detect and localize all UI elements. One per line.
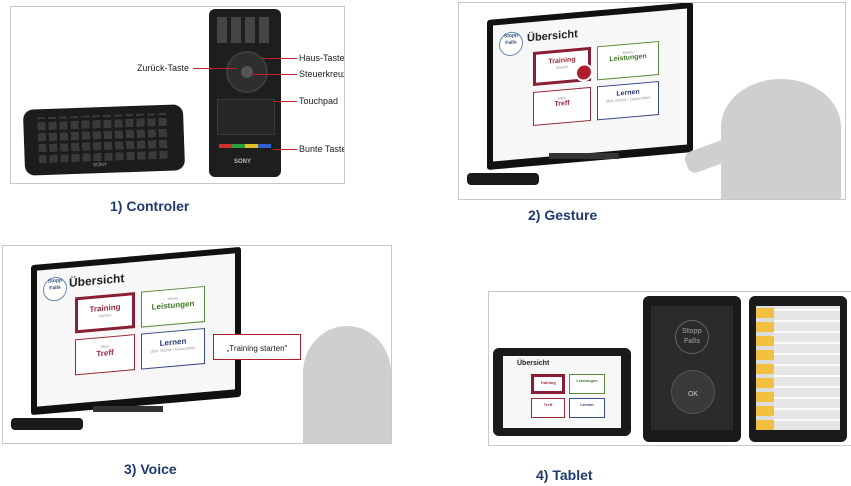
person-silhouette (721, 79, 841, 199)
tile-lernen[interactable]: Lernen über Stürze / Gesundheit (141, 327, 205, 370)
label-back-key: Zurück-Taste (137, 63, 190, 73)
tile-leistungen[interactable]: Meine Leistungen (597, 40, 659, 81)
screen-title: Übersicht (69, 271, 125, 290)
remote-brand: SONY (234, 159, 252, 165)
keyboard-keys (37, 112, 171, 164)
tile-training[interactable]: Training (531, 374, 565, 394)
ok-button[interactable]: OK (687, 391, 699, 398)
tile-training[interactable]: Training starten (75, 292, 135, 334)
touchpad (217, 99, 275, 135)
tile-leistungen[interactable]: Meine Leistungen (141, 285, 205, 328)
label-colored-keys: Bunte Tasten (299, 144, 344, 154)
keyboard-brand: SONY (92, 161, 108, 169)
label-dpad: Steuerkreuz (299, 69, 345, 79)
tablet-landscape-screen: Übersicht Training Leistungen Treff Lern… (503, 356, 621, 428)
tv-stand (93, 406, 163, 412)
caption-gesture: 2) Gesture (528, 207, 598, 223)
tablet-landscape: Übersicht Training Leistungen Treff Lern… (493, 348, 631, 436)
remote-top-buttons (217, 17, 273, 43)
tile-leistungen[interactable]: Leistungen (569, 374, 605, 394)
panel-tablet: Übersicht Training Leistungen Treff Lern… (488, 291, 851, 446)
handheld-remote: SONY (209, 9, 281, 177)
tablet-list (749, 296, 847, 442)
tile-treff[interactable]: Mein Treff (75, 334, 135, 376)
speech-bubble: „Training starten" (213, 334, 301, 360)
kinect-sensor-icon (467, 173, 539, 185)
tv-stand (549, 153, 619, 159)
screen-title: Übersicht (527, 28, 578, 45)
keyboard-remote: SONY (22, 104, 186, 176)
tile-lernen[interactable]: Lernen über Stürze / Gesundheit (597, 80, 659, 121)
label-home-key: Haus-Taste (299, 53, 345, 63)
kinect-sensor-icon (11, 418, 83, 430)
caption-controler: 1) Controler (110, 198, 190, 214)
panel-controller: SONY SONY Zurück-Taste Haus-Taste Steuer… (10, 6, 345, 184)
caption-tablet: 4) Tablet (536, 467, 593, 483)
caption-voice: 3) Voice (124, 461, 177, 477)
tablet-list-sidebar (756, 306, 774, 430)
tile-treff[interactable]: Treff (531, 398, 565, 418)
tile-treff[interactable]: Mein Treff (533, 86, 591, 126)
color-buttons (219, 144, 271, 148)
tablet-list-screen (756, 306, 840, 430)
remote-dpad[interactable]: OK (671, 370, 715, 414)
label-touchpad: Touchpad (299, 96, 339, 106)
speech-bubble-text: „Training starten" (226, 344, 288, 353)
tile-lernen[interactable]: Lernen (569, 398, 605, 418)
person-silhouette (303, 326, 391, 443)
screen-title: Übersicht (517, 360, 550, 367)
